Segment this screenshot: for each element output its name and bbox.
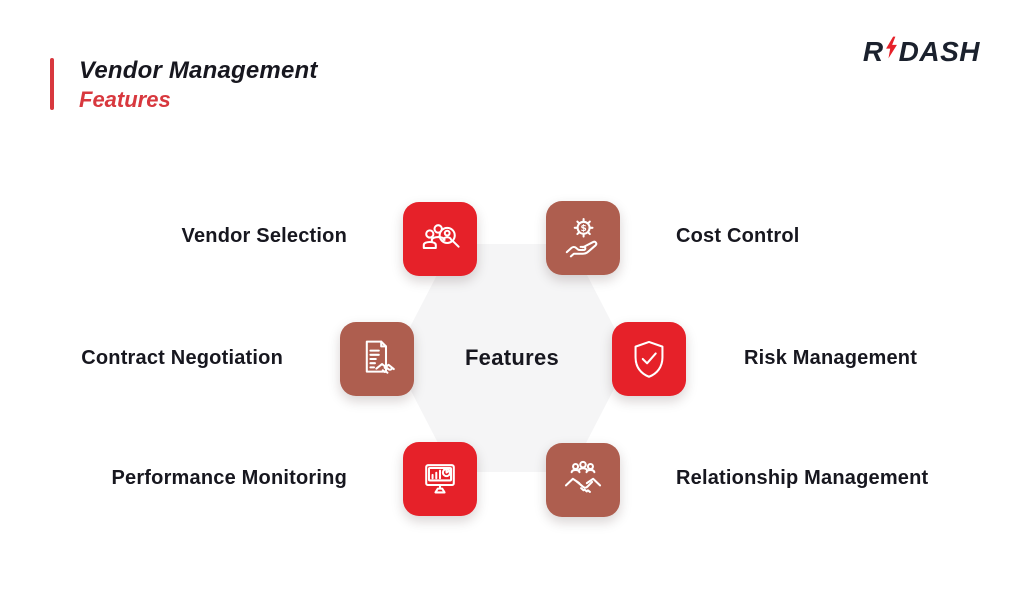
- performance-monitoring-tile: [403, 442, 477, 516]
- feature-label-relationship-management: Relationship Management: [676, 467, 929, 489]
- feature-label-vendor-selection: Vendor Selection: [181, 225, 347, 247]
- center-label: Features: [464, 345, 560, 370]
- svg-text:$: $: [580, 224, 586, 234]
- feature-label-contract-negotiation: Contract Negotiation: [81, 347, 283, 369]
- vendor-selection-icon: [422, 224, 460, 250]
- page-subtitle: Features: [79, 87, 171, 113]
- page-title-group: Vendor Management Features: [79, 57, 318, 113]
- contract-negotiation-icon: [365, 340, 395, 374]
- cost-control-tile: $: [546, 201, 620, 275]
- rdash-logo: R DASH: [862, 36, 980, 67]
- feature-label-performance-monitoring: Performance Monitoring: [111, 467, 347, 489]
- relationship-management-tile: [546, 443, 620, 517]
- lightning-bolt-icon: [885, 36, 897, 59]
- feature-label-risk-management: Risk Management: [744, 347, 918, 369]
- logo-text-r: R: [862, 36, 884, 67]
- performance-monitoring-icon: [425, 464, 455, 494]
- vendor-selection-tile: [403, 202, 477, 276]
- relationship-management-icon: [564, 460, 602, 493]
- feature-label-cost-control: Cost Control: [676, 225, 800, 247]
- title-accent-bar: [50, 58, 54, 110]
- logo-text-dash: DASH: [898, 36, 980, 67]
- risk-management-icon: [634, 340, 664, 378]
- risk-management-tile: [612, 322, 686, 396]
- contract-negotiation-tile: [340, 322, 414, 396]
- page-title: Vendor Management: [79, 57, 318, 84]
- cost-control-icon: $: [565, 218, 598, 258]
